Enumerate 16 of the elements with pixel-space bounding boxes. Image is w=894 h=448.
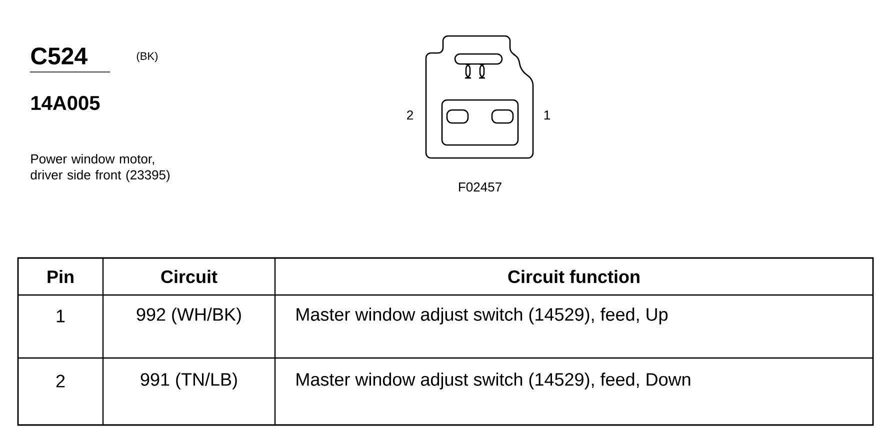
connector-color: (BK) [136,52,158,62]
part-number: 14A005 [31,96,100,110]
table-header: Circuit [161,270,218,284]
table-cell: 991 (TN/LB) [140,372,237,390]
table-header: Pin [48,270,74,284]
pin-number: 1 [544,110,550,120]
connector-id: C524 [31,48,88,64]
figure-code: F02457 [459,182,502,192]
table-cell: 1 [56,310,65,322]
table-cell: Master window adjust switch (14529), feed, Up [296,308,668,324]
table-header: Circuit function [508,270,640,284]
table-cell: 992 (WH/BK) [136,308,241,324]
description: Power window motor, driver side front (23395) [30,154,170,182]
table-cell: Master window adjust switch (14529), feed, Down [296,372,690,390]
table-cell: 2 [56,374,65,388]
pin-number: 2 [407,110,413,120]
